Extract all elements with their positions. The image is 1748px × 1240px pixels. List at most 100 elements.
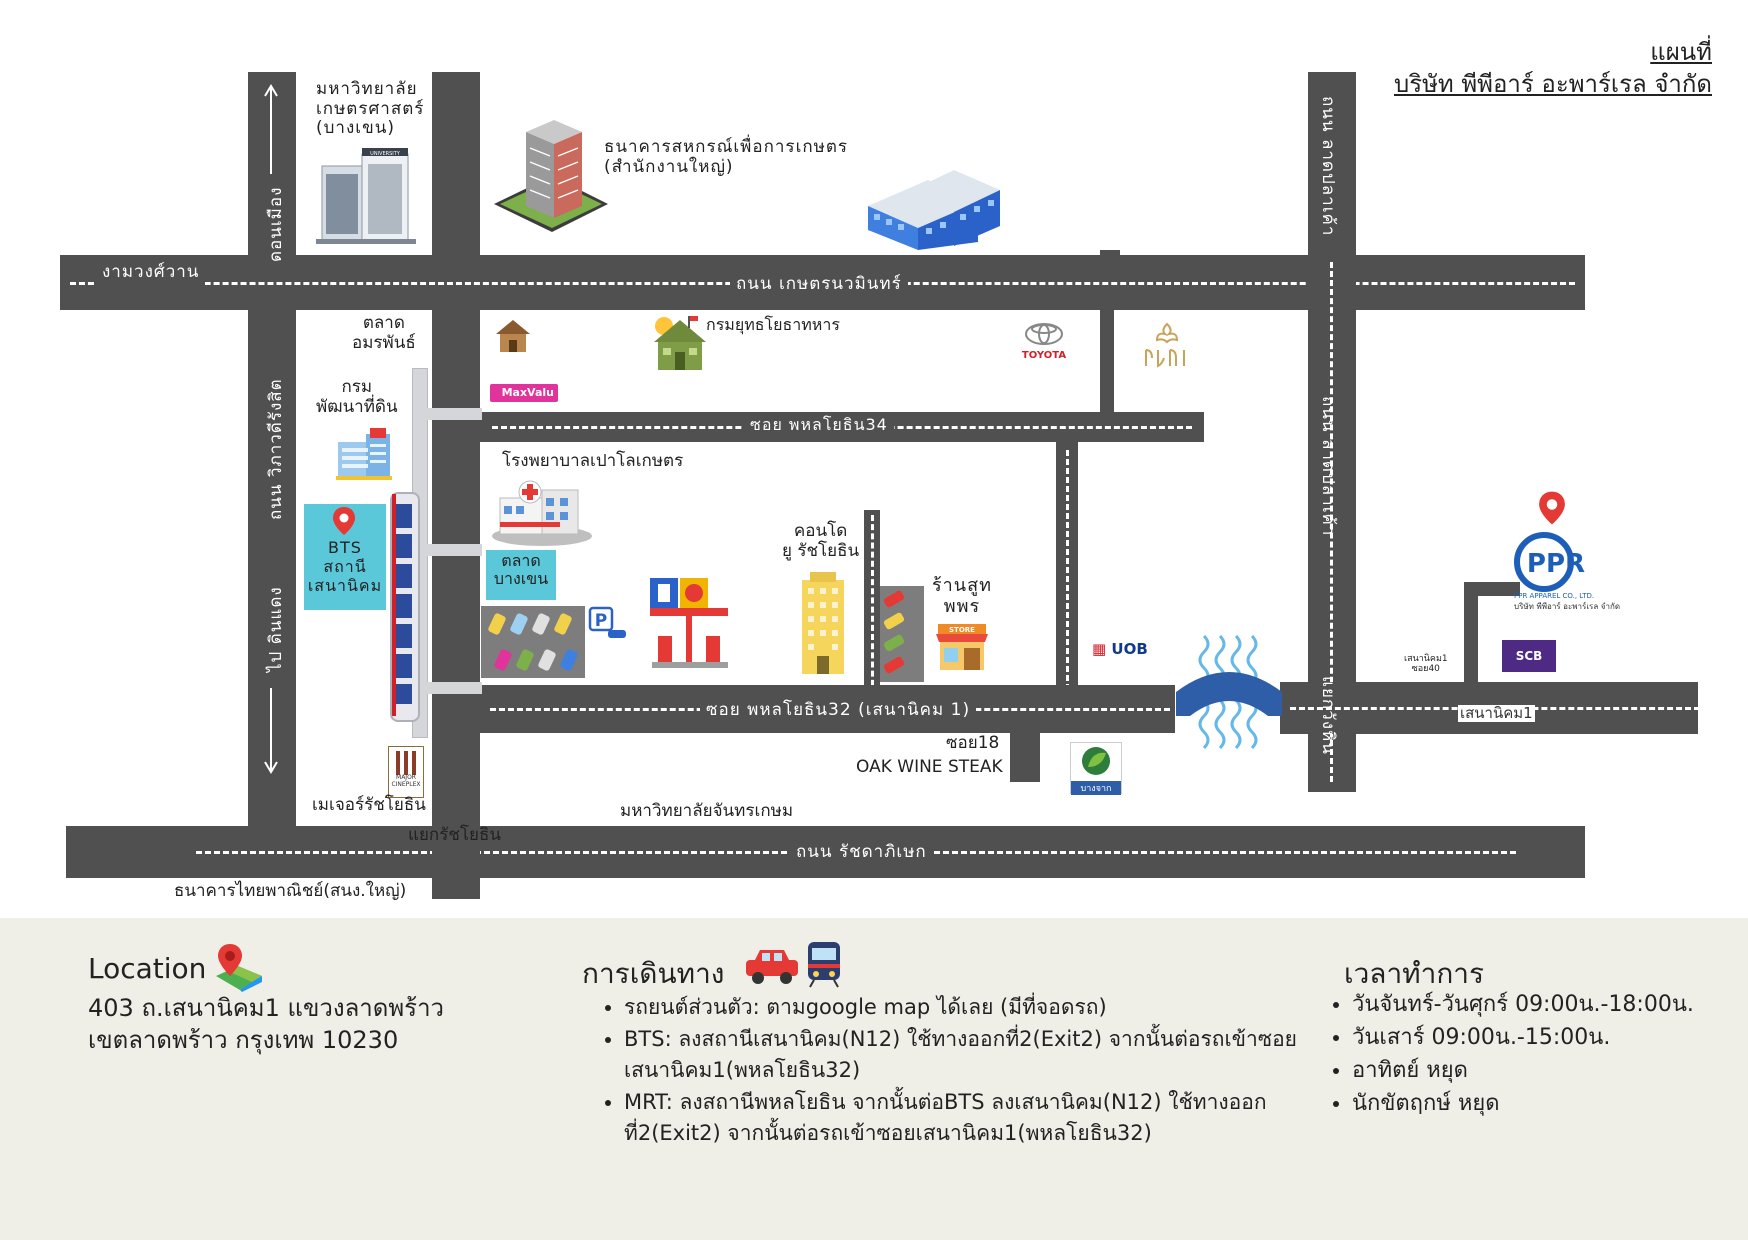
ppr-company-th: บริษัท พีพีอาร์ อะพาร์เรล จำกัด xyxy=(1514,602,1621,611)
train-icon xyxy=(808,942,840,988)
label-lat-pla-khao-2: ถนน ลาดปลาเค้า xyxy=(1318,396,1338,537)
uob-logo: ▦ UOB xyxy=(1092,640,1148,658)
label-hospital: โรงพยาบาลเปาโลเกษตร xyxy=(502,451,684,471)
road-centerline xyxy=(1330,262,1333,782)
label-sena1-soi40: เสนานิคม1 ซอย40 xyxy=(1404,654,1448,675)
arrow-down-icon xyxy=(264,688,278,774)
label-sena-nikhom-1-road: เสนานิคม1 xyxy=(1458,704,1535,723)
office-building-icon xyxy=(868,170,1000,250)
car-icon xyxy=(509,612,529,636)
bangchak-leaf-icon xyxy=(1082,747,1110,775)
car-icon xyxy=(882,633,906,653)
label-vibhavadi: ถนน วิภาวดีรังสิต xyxy=(266,378,286,520)
bts-rail-link xyxy=(426,408,482,420)
ppr-company-en: PPR APPAREL CO., LTD. xyxy=(1514,592,1595,600)
hours-list: วันจันทร์-วันศุกร์ 09:00น.-18:00น. วันเส… xyxy=(1318,988,1748,1120)
house-icon xyxy=(496,320,530,352)
bangchak-text: บางจาก xyxy=(1071,781,1121,795)
road-centerline xyxy=(1066,450,1069,690)
uob-text: UOB xyxy=(1111,640,1148,658)
label-lat-pla-khao-1: ถนน ลาดปลาเค้า xyxy=(1318,96,1338,237)
car-icon xyxy=(746,950,798,984)
car-icon xyxy=(553,612,573,636)
label-suit-shop: ร้านสูท พพร xyxy=(932,575,992,617)
parking-lot xyxy=(481,606,585,678)
bts-rail-link xyxy=(426,682,482,694)
hours-item-sunday: อาทิตย์ หยุด xyxy=(1352,1054,1748,1087)
military-office-icon xyxy=(654,316,706,370)
google-maps-icon xyxy=(216,944,262,992)
baac-building-icon xyxy=(494,120,608,232)
label-scb-hq: ธนาคารไทยพาณิชย์(สนง.ใหญ่) xyxy=(174,881,407,901)
parking-strip xyxy=(880,586,924,682)
location-address: 403 ถ.เสนานิคม1 แขวงลาดพร้าว เขตลาดพร้าว… xyxy=(88,992,444,1057)
label-soi18: ซอย18 xyxy=(946,733,1000,753)
travel-heading: การเดินทาง xyxy=(582,957,725,990)
label-oak-wine-steak: OAK WINE STEAK xyxy=(856,757,1003,777)
car-icon xyxy=(531,612,551,636)
road-soi-40 xyxy=(1464,582,1478,692)
destination-pin-icon xyxy=(1539,491,1565,525)
road-phahonyothin-north xyxy=(432,72,480,262)
label-condo: คอนโด ยู รัชโยธิน xyxy=(782,521,860,561)
label-soi-32: ซอย พหลโยธิน32 (เสนานิคม 1) xyxy=(700,696,977,723)
toyota-text: TOYOTA xyxy=(1021,350,1067,361)
hours-item-holiday: นักขัตฤกษ์ หยุด xyxy=(1352,1087,1748,1120)
university-building-icon: UNIVERSITY xyxy=(316,148,416,244)
bangchak-logo: บางจาก xyxy=(1070,742,1122,795)
gas-station-icon xyxy=(650,578,728,668)
ppr-logo-icon: PPR xyxy=(1514,532,1585,592)
scb-text: SCB xyxy=(1515,649,1543,663)
svg-text:STORE: STORE xyxy=(949,626,975,634)
toyota-emblem-icon xyxy=(1025,323,1063,345)
major-logo-text: MAJOR CINEPLEX xyxy=(391,774,421,788)
road-small-top xyxy=(1100,250,1120,260)
crest-logo-icon xyxy=(1145,322,1185,368)
arrow-up-icon xyxy=(264,84,278,174)
svg-text:UNIVERSITY: UNIVERSITY xyxy=(370,151,401,157)
major-pillars-icon xyxy=(396,751,416,775)
road-phahonyothin-south xyxy=(432,307,480,899)
label-baac: ธนาคารสหกรณ์เพื่อการเกษตร (สำนักงานใหญ่) xyxy=(604,137,849,177)
label-yaek-ratchayothin: แยกรัชโยธิน xyxy=(408,825,501,845)
toyota-logo: TOYOTA xyxy=(1012,322,1076,361)
label-krom-yutha: กรมยุทธโยธาทหาร xyxy=(706,315,840,334)
label-talad-ormpan: ตลาด อมรพันธ์ xyxy=(352,313,416,353)
parking-icon: P xyxy=(588,606,626,638)
location-pin-icon xyxy=(333,507,355,535)
label-to-din-daeng: ไป ดินแดง xyxy=(266,586,286,672)
label-don-mueang: ดอนเมือง xyxy=(266,186,286,262)
major-cineplex-logo: MAJOR CINEPLEX xyxy=(388,746,424,798)
hours-heading: เวลาทำการ xyxy=(1344,957,1485,990)
road-soi-34-link xyxy=(1100,303,1114,423)
car-icon xyxy=(882,655,906,675)
label-ngam-wong-wan: งามวงศ์วาน xyxy=(96,258,206,285)
label-krom-land: กรม พัฒนาที่ดิน xyxy=(316,377,398,417)
label-yaek-bang-bua: แยกวังหิน xyxy=(1318,676,1338,755)
car-icon xyxy=(882,611,906,631)
canal-bridge-icon xyxy=(1176,634,1282,750)
car-icon xyxy=(515,648,535,672)
car-icon xyxy=(537,648,557,672)
hours-item-saturday: วันเสาร์ 09:00น.-15:00น. xyxy=(1352,1021,1748,1054)
road-centerline xyxy=(871,515,874,695)
location-heading: Location xyxy=(88,952,207,985)
travel-item-mrt: MRT: ลงสถานีพหลโยธิน จากนั้นต่อBTS ลงเสน… xyxy=(624,1087,1334,1150)
label-kasetsart: มหาวิทยาลัย เกษตรศาสตร์ (บางเขน) xyxy=(316,79,425,139)
maxvalu-text: MaxValu xyxy=(501,386,554,399)
bts-rail-link xyxy=(426,544,482,556)
address-line1: 403 ถ.เสนานิคม1 แขวงลาดพร้าว xyxy=(88,994,445,1022)
store-icon: STORE xyxy=(936,624,988,670)
maxvalu-logo: MaxValu xyxy=(490,384,558,402)
condo-building-icon xyxy=(802,572,844,674)
label-kaset-nawamin: ถนน เกษตรนวมินทร์ xyxy=(730,270,908,297)
scb-logo: SCB xyxy=(1502,640,1556,672)
svg-text:P: P xyxy=(595,611,607,631)
label-soi-34: ซอย พหลโยธิน34 xyxy=(744,413,894,438)
address-line2: เขตลาดพร้าว กรุงเทพ 10230 xyxy=(88,1026,399,1055)
car-icon xyxy=(493,648,513,672)
info-bar xyxy=(0,918,1748,1240)
road-soi-18 xyxy=(1010,730,1040,782)
label-chandrakasem: มหาวิทยาลัยจันทรเกษม xyxy=(620,801,794,821)
hours-item-weekday: วันจันทร์-วันศุกร์ 09:00น.-18:00น. xyxy=(1352,988,1748,1021)
